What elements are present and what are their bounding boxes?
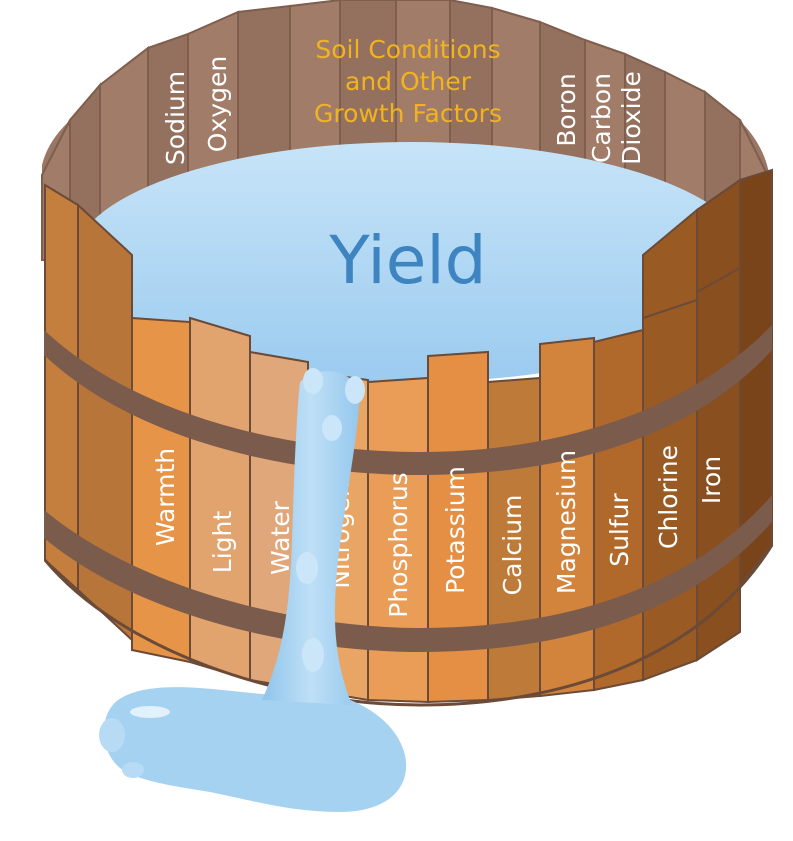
front-stave-label: Calcium bbox=[498, 495, 527, 596]
back-stave-label-text: Oxygen bbox=[203, 56, 232, 152]
front-stave-label: Chlorine bbox=[654, 445, 683, 549]
front-stave-label: Phosphorus bbox=[384, 472, 413, 617]
front-stave-label: Sulfur bbox=[605, 492, 634, 566]
barrel-hoops bbox=[44, 325, 772, 652]
lower-hoop bbox=[44, 495, 772, 652]
front-stave-label: Potassium bbox=[441, 466, 470, 594]
front-stave-label: Iron bbox=[697, 456, 726, 504]
back-stave-label: Oxygen bbox=[203, 56, 232, 152]
water-droplet bbox=[122, 762, 144, 778]
water-droplet bbox=[322, 415, 342, 441]
front-stave-labels: WarmthLightWaterNitrogenPhosphorusPotass… bbox=[151, 445, 726, 618]
water-highlight bbox=[130, 706, 170, 718]
caption-line-1: Soil Conditions bbox=[315, 35, 500, 64]
front-stave-label: Water bbox=[266, 500, 295, 575]
water-surface bbox=[72, 142, 752, 382]
back-stave-label-text: Sodium bbox=[161, 71, 190, 165]
back-stave-label: Sodium bbox=[161, 71, 190, 165]
back-stave-label-text: Dioxide bbox=[617, 71, 646, 165]
water-overflow bbox=[99, 368, 407, 812]
front-stave-label: Magnesium bbox=[552, 450, 581, 594]
yield-title: Yield bbox=[328, 222, 486, 299]
front-stave-label: Light bbox=[208, 511, 237, 574]
water-droplet bbox=[296, 552, 318, 584]
back-stave-label: Boron bbox=[552, 73, 581, 146]
inner-caption: Soil Conditions and Other Growth Factors bbox=[314, 35, 502, 128]
back-stave-label-text: Carbon bbox=[587, 73, 616, 163]
back-stave-label-text: Boron bbox=[552, 73, 581, 146]
water-droplet bbox=[99, 718, 125, 752]
water-droplet bbox=[302, 638, 324, 672]
water-droplet bbox=[303, 368, 323, 394]
water-stream bbox=[262, 371, 360, 705]
barrel-bottom-rim bbox=[43, 544, 774, 707]
upper-hoop bbox=[44, 325, 772, 475]
caption-line-3: Growth Factors bbox=[314, 99, 502, 128]
caption-line-2: and Other bbox=[345, 67, 472, 96]
water-puddle bbox=[103, 687, 407, 812]
front-stave-label: Warmth bbox=[151, 448, 180, 546]
water-droplet bbox=[345, 376, 365, 404]
